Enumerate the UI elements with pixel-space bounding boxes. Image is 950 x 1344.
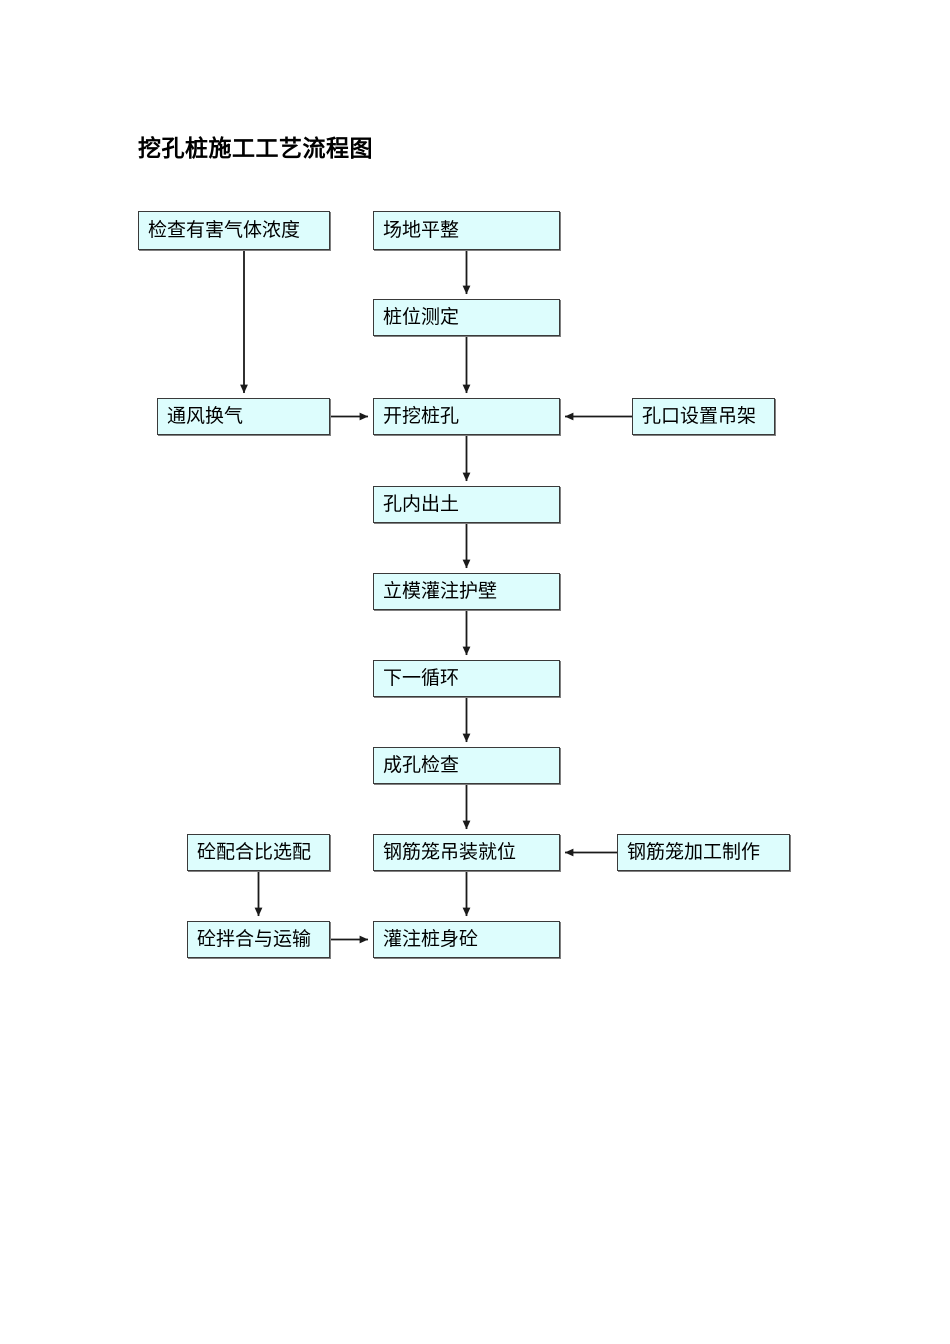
flow-node: 通风换气 (157, 398, 330, 435)
flow-node: 检查有害气体浓度 (138, 211, 330, 250)
flow-node: 孔内出土 (373, 486, 560, 523)
flow-node: 砼拌合与运输 (187, 921, 330, 958)
flow-node: 开挖桩孔 (373, 398, 560, 435)
flow-node-label: 成孔检查 (383, 754, 460, 776)
flow-node: 砼配合比选配 (187, 834, 330, 871)
flow-node: 灌注桩身砼 (373, 921, 560, 958)
flow-node: 成孔检查 (373, 747, 560, 784)
page-title: 挖孔桩施工工艺流程图 (138, 135, 373, 161)
flow-node: 立模灌注护壁 (373, 573, 560, 610)
flow-node-label: 立模灌注护壁 (383, 580, 498, 602)
flow-node: 孔口设置吊架 (632, 398, 775, 435)
flow-node-label: 孔口设置吊架 (642, 405, 757, 427)
flow-node-label: 开挖桩孔 (383, 405, 460, 427)
flow-node-label: 砼配合比选配 (197, 841, 312, 863)
flow-node-label: 钢筋笼加工制作 (627, 841, 761, 863)
flow-node-label: 通风换气 (167, 405, 244, 427)
flow-node-label: 检查有害气体浓度 (148, 219, 301, 241)
flow-node-label: 灌注桩身砼 (383, 928, 479, 950)
flow-node: 桩位测定 (373, 299, 560, 336)
flow-node-label: 场地平整 (383, 219, 460, 241)
flow-node-label: 孔内出土 (383, 493, 460, 515)
flow-node-label: 钢筋笼吊装就位 (383, 841, 517, 863)
flow-node-label: 桩位测定 (383, 306, 460, 328)
flow-node-label: 砼拌合与运输 (197, 928, 312, 950)
flow-node: 场地平整 (373, 211, 560, 250)
flow-node: 钢筋笼加工制作 (617, 834, 790, 871)
flow-node: 下一循环 (373, 660, 560, 697)
flow-node: 钢筋笼吊装就位 (373, 834, 560, 871)
flow-node-label: 下一循环 (383, 667, 460, 689)
